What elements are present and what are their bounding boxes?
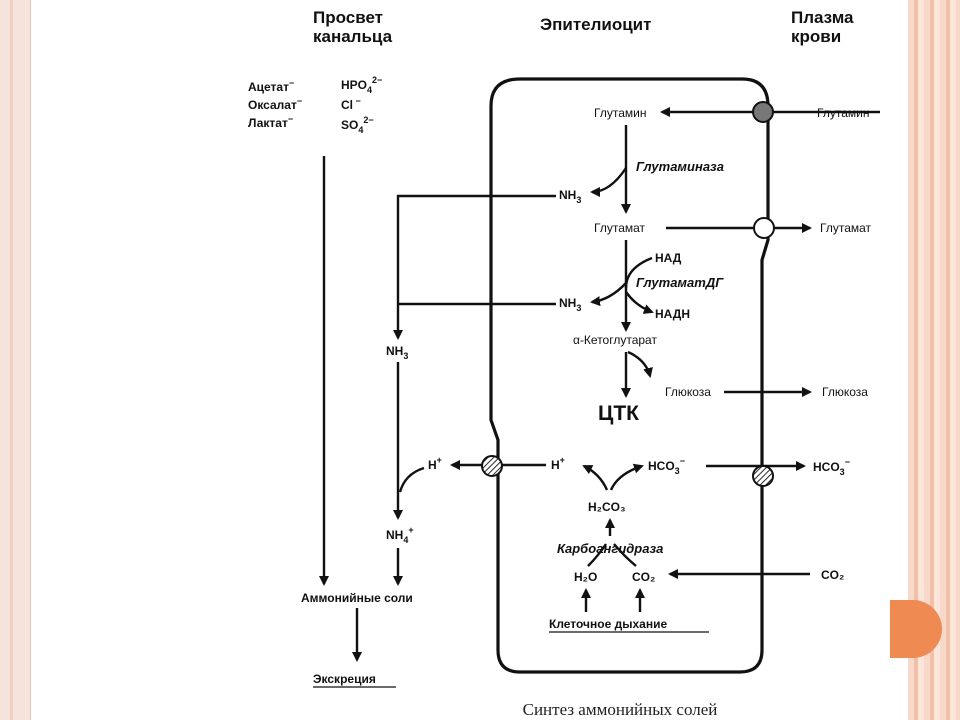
label-hco3-plasma: HCO3− bbox=[813, 457, 850, 477]
arrow-h2co3-to-h bbox=[582, 464, 609, 491]
arrow-nadh-out bbox=[625, 291, 654, 314]
arrow-h2co3-to-hco3 bbox=[609, 463, 644, 491]
arrow-akg-to-glucose bbox=[627, 350, 653, 378]
label-glucose-plasma: Глюкоза bbox=[822, 385, 868, 399]
label-h-lumen: H+ bbox=[428, 455, 442, 472]
label-h2o: H₂O bbox=[574, 570, 597, 584]
label-nad: НАД bbox=[655, 251, 682, 265]
label-cl: Cl − bbox=[341, 96, 361, 112]
label-glutamate-cell: Глутамат bbox=[594, 221, 646, 235]
label-hpo4: HPO42− bbox=[341, 75, 382, 95]
label-co2-cell: CO₂ bbox=[632, 570, 655, 584]
glutamine-transporter-icon bbox=[752, 101, 774, 123]
label-tca: ЦТК bbox=[598, 402, 639, 425]
slide-caption: Синтез аммонийных солей bbox=[522, 700, 718, 719]
header-lumen-line2: канальца bbox=[313, 27, 393, 46]
header-cell: Эпителиоцит bbox=[540, 15, 651, 34]
label-glutamine-plasma: Глутамин bbox=[817, 106, 869, 120]
header-plasma-line1: Плазма bbox=[791, 8, 854, 27]
diagram-panel bbox=[228, 0, 890, 720]
label-nh3-lumen: NH3 bbox=[386, 344, 408, 361]
h-to-nh4-curve bbox=[398, 466, 425, 493]
nad-entry-curve bbox=[624, 256, 653, 289]
label-h2co3: H₂CO₃ bbox=[588, 500, 626, 514]
label-ammonium-salts: Аммонийные соли bbox=[301, 591, 413, 605]
arrow-nh3-release-1 bbox=[590, 167, 627, 197]
left-slide-border bbox=[0, 0, 31, 720]
label-co2-plasma: CO₂ bbox=[821, 568, 844, 582]
label-carbonic-anhydrase: Карбоангидраза bbox=[557, 541, 663, 556]
label-nh4: NH4+ bbox=[386, 525, 414, 545]
label-nh3-2: NH3 bbox=[559, 296, 581, 313]
co2-to-ca-curve bbox=[613, 543, 637, 567]
label-oxalate: Оксалат− bbox=[248, 96, 302, 112]
label-cell-respiration: Клеточное дыхание bbox=[549, 617, 667, 631]
h-antiporter-icon bbox=[481, 455, 503, 477]
header-plasma-line2: крови bbox=[791, 27, 841, 46]
line-nh3-1-to-lumen bbox=[393, 194, 556, 340]
label-h-cell: H+ bbox=[551, 455, 565, 472]
label-so4: SO42− bbox=[341, 115, 374, 135]
header-lumen-line1: Просвет bbox=[313, 8, 383, 27]
label-excretion: Экскреция bbox=[313, 672, 376, 686]
label-glutamine-cell: Глутамин bbox=[594, 106, 646, 120]
epithelial-cell-membrane bbox=[489, 77, 770, 674]
h2o-to-ca-curve bbox=[587, 543, 607, 567]
glutamate-transporter-icon bbox=[753, 217, 775, 239]
label-glutaminase: Глутаминаза bbox=[636, 159, 724, 174]
label-glutamate-dh: ГлутаматДГ bbox=[636, 275, 724, 290]
label-glutamate-plasma: Глутамат bbox=[820, 221, 872, 235]
label-hco3-cell: HCO3− bbox=[648, 456, 685, 476]
label-acetate: Ацетат− bbox=[248, 78, 294, 94]
label-glucose-cell: Глюкоза bbox=[665, 385, 711, 399]
arrow-nh3-release-2 bbox=[590, 282, 627, 307]
label-nadh: НАДН bbox=[655, 307, 690, 321]
label-lactate: Лактат− bbox=[248, 114, 293, 130]
label-alpha-kg: α-Кетоглутарат bbox=[573, 333, 657, 347]
hco3-transporter-icon bbox=[752, 465, 774, 487]
orange-slide-tab bbox=[888, 600, 942, 658]
label-nh3-1: NH3 bbox=[559, 188, 581, 205]
